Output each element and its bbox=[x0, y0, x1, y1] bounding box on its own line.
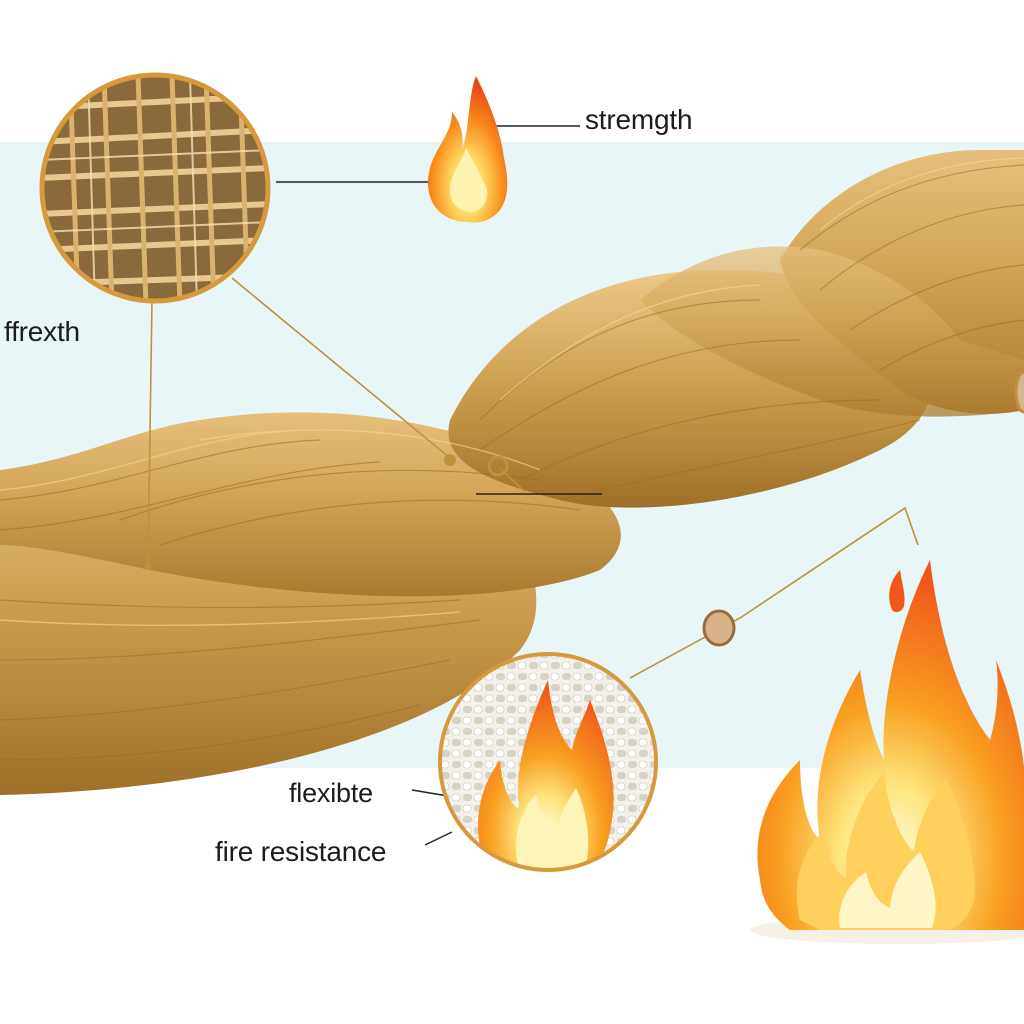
large-flame-icon bbox=[750, 560, 1024, 944]
strength-label: stremgth bbox=[585, 104, 693, 135]
fire-fabric-closeup bbox=[438, 652, 658, 872]
fiber-mesh-closeup bbox=[39, 72, 271, 304]
left-property-label: ffrexth bbox=[4, 316, 80, 347]
twisted-fiber-rope bbox=[0, 150, 1024, 795]
fire-resistance-label: fire resistance bbox=[215, 836, 387, 867]
flexible-label: flexibte bbox=[289, 778, 373, 808]
leader-dots bbox=[144, 370, 1024, 647]
small-flame-icon bbox=[427, 76, 508, 223]
